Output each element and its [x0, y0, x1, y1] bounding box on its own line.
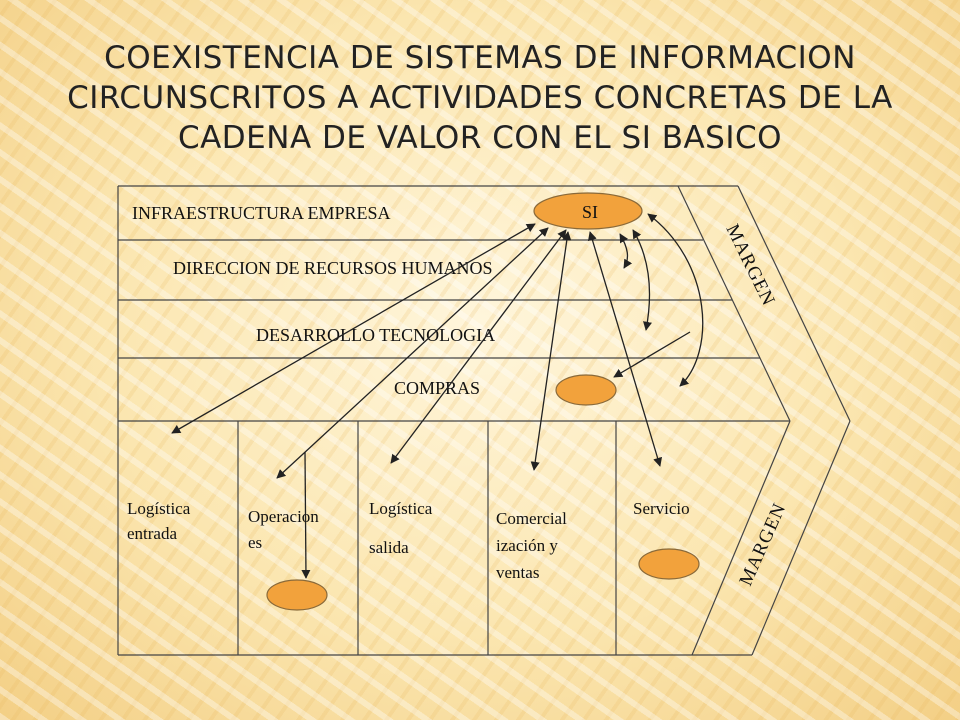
activity-comercializacion: Comercial ización y ventas	[496, 509, 571, 582]
support-row-tecnologia: DESARROLLO TECNOLOGIA	[256, 325, 495, 345]
activity-operaciones: Operacion es	[248, 507, 323, 552]
arrow-si-compras	[647, 213, 704, 387]
servicio-si-node	[638, 548, 700, 580]
arrow-si-comercializacion	[530, 231, 572, 471]
diagram-frame	[117, 185, 851, 656]
arrow-margin-to-compras-node	[613, 331, 691, 378]
slide-title: COEXISTENCIA DE SISTEMAS DE INFORMACION …	[67, 40, 893, 156]
margin-label-bottom: MARGEN	[735, 500, 790, 589]
support-row-rrhh: DIRECCION DE RECURSOS HUMANOS	[173, 258, 493, 278]
activity-logistica-entrada: Logística entrada	[127, 499, 195, 543]
activity-servicio: Servicio	[633, 499, 690, 518]
operaciones-si-node	[266, 579, 328, 611]
support-row-compras: COMPRAS	[394, 378, 480, 398]
arrow-si-rrhh	[619, 233, 633, 269]
arrow-si-servicio	[587, 231, 663, 467]
si-node-label: SI	[582, 202, 598, 222]
arrow-si-tecnologia	[632, 229, 652, 331]
compras-si-node	[555, 374, 617, 406]
support-row-infraestructura: INFRAESTRUCTURA EMPRESA	[132, 203, 391, 223]
si-node	[533, 192, 643, 230]
arrow-operaciones-to-node	[301, 451, 311, 579]
activity-logistica-salida: Logística salida	[369, 499, 437, 557]
